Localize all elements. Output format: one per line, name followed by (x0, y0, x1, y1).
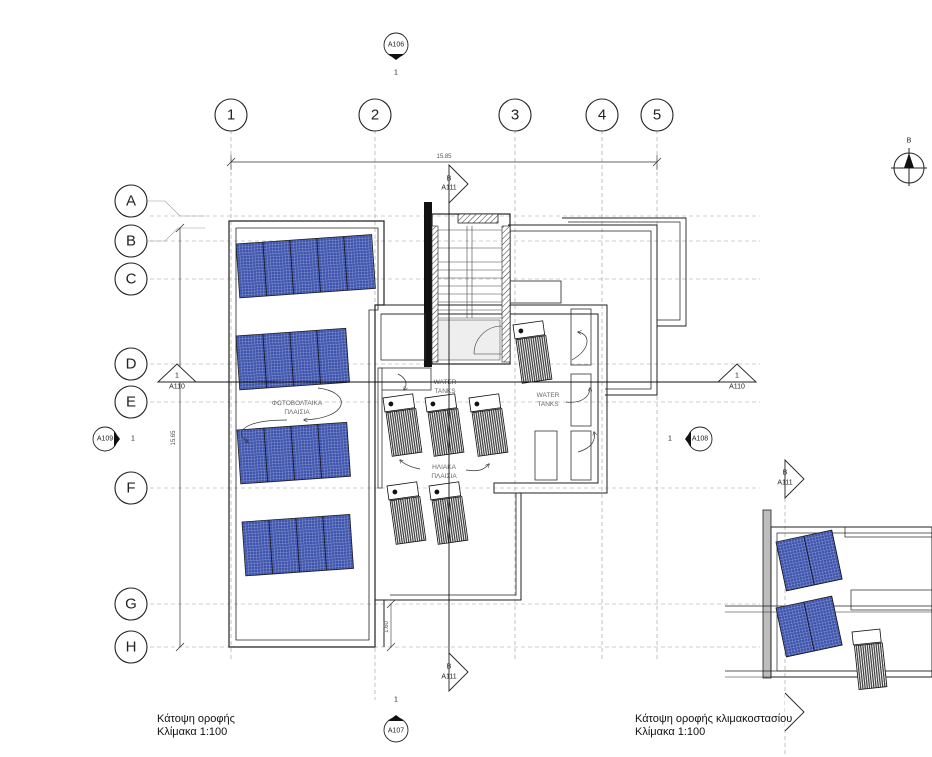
section-right-number: 1 (735, 373, 739, 380)
dimension-height: 15.65 (171, 223, 185, 652)
dimension-width: 15.85 (226, 154, 662, 170)
north-letter: B (907, 138, 912, 145)
pv-panel-arrays (235, 234, 376, 577)
grid-col-4: 4 (598, 107, 606, 124)
grid-row-E: E (126, 394, 136, 411)
solar-label-line1: ΗΛΙΑΚΑ (432, 464, 457, 471)
stair-roof-plan: B A111 (725, 458, 932, 757)
north-arrow-icon: B (891, 138, 927, 186)
pv-label-line2: ΠΛΑΙΣΙΑ (284, 409, 310, 416)
section-bottom-letter: B (447, 664, 452, 671)
grid-col-1: 1 (227, 107, 235, 124)
elevation-bottom-sheet: A107 (388, 728, 404, 735)
pv-array-2 (235, 327, 350, 391)
section-left-sheet: A110 (169, 384, 185, 391)
section-top-letter: B (447, 176, 452, 183)
water-tanks-2-line2: TANKS (537, 401, 559, 408)
section-bottom-sheet: A111 (441, 674, 456, 681)
elevation-ref-bottom: A107 1 (383, 697, 409, 743)
grid-row-D: D (126, 356, 137, 373)
section-right-top-letter: B (783, 470, 788, 477)
dimension-small: 1.60 (384, 599, 396, 652)
water-tanks-1-line2: TANKS (434, 388, 456, 395)
dimension-height-text: 15.65 (171, 430, 177, 446)
column-grid-bubbles: 1 2 3 4 5 (214, 98, 674, 132)
grid-row-F: F (126, 480, 135, 497)
elevation-ref-left: A109 1 (92, 426, 135, 452)
stair-roof-plan-title-text: Κάτοψη οροφής κλιμακοστασίου (635, 713, 793, 725)
tank-enclosures (377, 308, 592, 489)
grid-row-C: C (126, 271, 137, 288)
elevation-left-sheet: A109 (97, 436, 113, 443)
grid-col-3: 3 (511, 107, 519, 124)
pv-array-1 (235, 234, 376, 299)
elevation-right-number: 1 (668, 436, 672, 443)
grid-row-G: G (125, 596, 137, 613)
roof-plan-title: Κάτοψη οροφής Κλίμακα 1:100 (157, 713, 235, 739)
roof-plan-title-text: Κάτοψη οροφής (157, 713, 235, 725)
elevation-left-number: 1 (131, 436, 135, 443)
pv-label-line1: ΦΩΤΟΒΟΛΤΑΙΚΑ (272, 400, 323, 407)
stair-core (424, 202, 511, 367)
grid-col-2: 2 (371, 107, 379, 124)
section-top-sheet: A111 (441, 185, 456, 192)
section-line-vertical: B A111 B A111 (441, 163, 469, 693)
roof-outline (228, 217, 687, 648)
section-line-horizontal: 1 A110 1 A110 (156, 363, 758, 391)
elevation-right-sheet: A108 (692, 436, 708, 443)
section-right-top-sheet: A111 (777, 480, 792, 487)
pv-array-4 (241, 514, 354, 577)
grid-col-5: 5 (653, 107, 661, 124)
section-right-sheet: A110 (729, 384, 745, 391)
solar-collectors (382, 320, 553, 545)
elevation-ref-right: A108 1 (668, 426, 713, 452)
elevation-top-number: 1 (394, 70, 398, 77)
dimension-small-text: 1.60 (384, 621, 390, 633)
stair-roof-plan-scale-text: Κλίμακα 1:100 (635, 726, 706, 738)
section-left-number: 1 (175, 373, 179, 380)
solar-label-line2: ΠΛΑΙΣΙΑ (431, 473, 457, 480)
annotation-arrows (241, 332, 594, 472)
elevation-top-sheet: A106 (388, 42, 404, 49)
elevation-ref-top: A106 1 (383, 32, 409, 77)
roof-plan-scale-text: Κλίμακα 1:100 (157, 726, 228, 738)
pv-array-3 (236, 421, 351, 485)
grid-row-H: H (126, 639, 137, 656)
grid-row-A: A (126, 193, 136, 210)
row-grid-bubbles: A B C D E F G H (114, 184, 205, 664)
stair-roof-plan-title: Κάτοψη οροφής κλιμακοστασίου Κλίμακα 1:1… (635, 713, 805, 739)
dimension-width-text: 15.85 (436, 154, 452, 160)
grid-row-B: B (126, 233, 136, 250)
elevation-bottom-number: 1 (394, 697, 398, 704)
water-tanks-2-line1: WATER (537, 392, 560, 399)
